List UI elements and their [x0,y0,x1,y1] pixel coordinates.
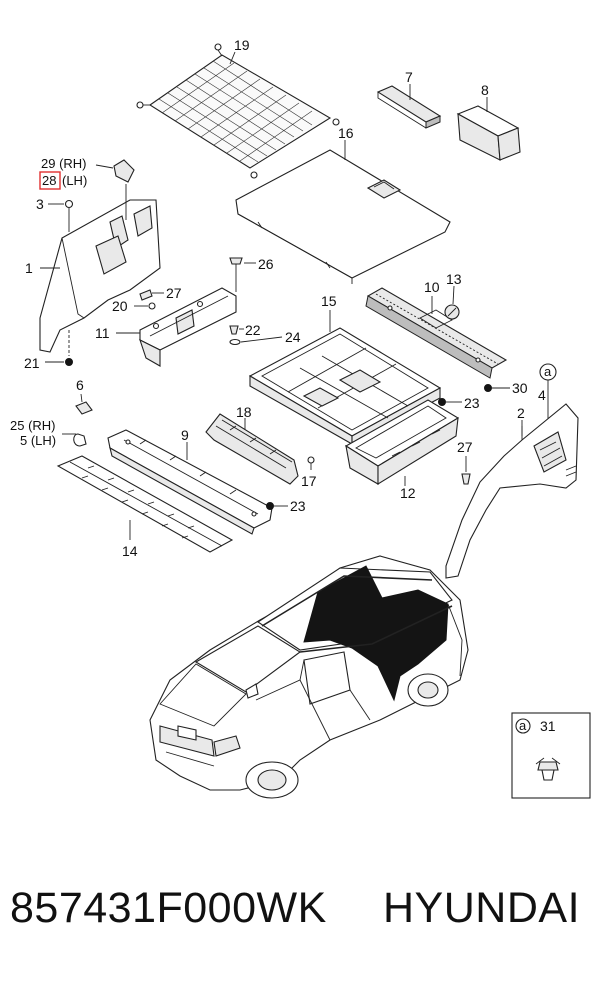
bracket-11 [139,287,237,367]
pad-8 [456,105,521,161]
inset-circle-a [515,718,531,734]
callout-26: 26 [258,256,274,272]
inset-circle-label: a [519,718,527,733]
callout-18: 18 [236,404,252,420]
screw-3 [64,199,74,232]
clip-27-right [461,473,471,485]
callout-13: 13 [446,271,462,287]
screw-26 [229,257,243,292]
callout-14: 14 [122,543,138,559]
callout-6: 6 [76,377,84,393]
callout-30: 30 [512,380,528,396]
callout-28: 28 [42,173,56,188]
callout-1: 1 [25,260,33,276]
callout-15: 15 [321,293,337,309]
callout-27-right: 27 [457,439,473,455]
callout-3: 3 [36,196,44,212]
luggage-board [235,149,451,284]
bracket-18 [205,413,299,485]
inset-callout-31: 31 [540,718,556,734]
callout-21: 21 [24,355,40,371]
trim-strip-7 [376,85,442,129]
callout-7: 7 [405,69,413,85]
callout-4: 4 [538,387,546,403]
quarter-trim-right [445,403,579,579]
callout-16: 16 [338,125,354,141]
cap-13 [444,304,460,320]
callout-23-upper: 23 [464,395,480,411]
callout-19: 19 [234,37,250,53]
fastener-23-upper [438,398,446,406]
clip-21 [65,330,73,366]
inset-box: a 31 [511,712,591,799]
fastener-30 [484,384,492,392]
clip-20 [148,302,156,310]
part-number: 857431F000WK [10,884,327,932]
cap-28-29 [113,159,135,183]
circle-a-label: a [544,364,552,379]
cargo-net [136,43,340,179]
callout-29: 29 (RH) [41,156,87,171]
callout-2: 2 [517,405,525,421]
clip-31 [535,757,561,781]
cross-member-9 [107,429,273,535]
callout-11: 11 [95,325,110,341]
callout-28-highlight [39,171,61,190]
hook-5-25 [73,433,87,447]
washer-24 [229,338,241,346]
callout-17: 17 [301,473,317,489]
scuff-plate [365,287,508,379]
callout-25: 25 (RH) [10,418,56,433]
clip-6 [75,401,93,415]
vehicle-illustration [149,555,469,799]
callout-10: 10 [424,279,440,295]
callout-24: 24 [285,329,301,345]
under-tray [344,399,460,485]
clip-17 [307,456,315,470]
clip-22 [229,325,239,335]
callout-27-left: 27 [166,285,182,301]
fastener-23-lower [266,502,274,510]
callout-23-lower: 23 [290,498,306,514]
callout-22: 22 [245,322,261,338]
callout-12: 12 [400,485,416,501]
clip-27-left [139,289,153,301]
quarter-trim-left [39,184,161,353]
callout-5: 5 (LH) [20,433,56,448]
floor-mat-14 [56,455,234,553]
callout-20: 20 [112,298,128,314]
callout-8: 8 [481,82,489,98]
callout-28-suffix: (LH) [62,173,87,188]
callout-9: 9 [181,427,189,443]
brand-name: HYUNDAI [383,884,581,932]
